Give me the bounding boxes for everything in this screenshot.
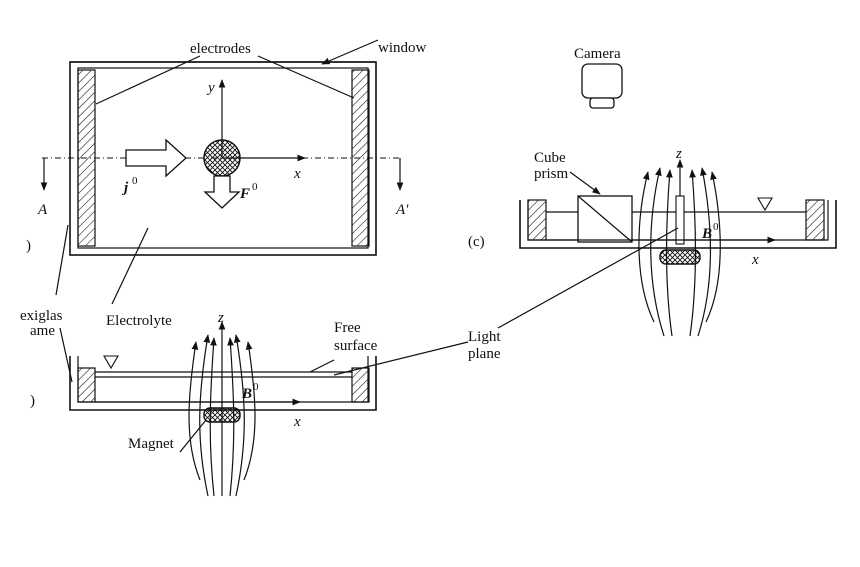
c-light-sheet [675, 195, 685, 245]
label-plexiglas: exiglas [20, 308, 63, 324]
side-view-panel [55, 224, 469, 497]
label-frame: ame [30, 323, 55, 339]
c-electrode-left [527, 199, 547, 241]
side-inner [77, 356, 369, 403]
label-magnet: Magnet [128, 436, 175, 452]
symbol-B-c-sup: 0 [713, 221, 719, 233]
symbol-j-sup: 0 [132, 175, 138, 187]
label-camera: Camera [574, 46, 621, 62]
label-electrolyte: Electrolyte [106, 313, 172, 329]
camera-body [581, 63, 623, 99]
label-prism: prism [534, 166, 569, 182]
symbol-A: A [37, 202, 48, 218]
magnet-disk-top [203, 139, 241, 177]
side-electrode-left [77, 367, 96, 403]
symbol-A-prime: A′ [395, 202, 409, 218]
top-view-panel [40, 39, 404, 305]
label-panel-c: (c) [468, 234, 485, 250]
label-electrodes: electrodes [190, 41, 251, 57]
c-electrode-right [805, 199, 825, 241]
label-window: window [378, 40, 427, 56]
c-surface-marker [757, 197, 773, 212]
magnet-c [659, 249, 701, 265]
symbol-F-sup: 0 [252, 181, 258, 193]
symbol-B-side-sup: 0 [253, 381, 259, 393]
side-electrode-right [351, 367, 370, 403]
plexiglas-leader-side [59, 327, 73, 383]
plexiglas-leader-top [55, 224, 69, 296]
label-cube: Cube [534, 150, 566, 166]
symbol-x-c: x [751, 252, 759, 268]
magnet-leader [179, 419, 207, 453]
symbol-B-side: B [241, 386, 252, 402]
field-lines-side [188, 321, 256, 497]
label-surface: surface [334, 338, 378, 354]
camera-lens [589, 97, 615, 109]
current-density-arrow [125, 138, 187, 178]
symbol-z-c: z [675, 146, 682, 162]
camera-setup-panel [497, 63, 837, 337]
label-light: Light [468, 329, 501, 345]
label-free: Free [334, 320, 361, 336]
label-panel-a-partial: ) [26, 238, 31, 254]
prism-leader [569, 171, 601, 195]
symbol-x-top: x [293, 166, 301, 182]
symbol-j: j [122, 180, 129, 196]
light-plane-leader-b [333, 341, 469, 376]
electrodes-leader-left [95, 55, 201, 105]
window-leader [321, 39, 379, 65]
c-frame [519, 200, 837, 249]
symbol-z-side: z [217, 310, 224, 326]
symbol-x-side: x [293, 414, 301, 430]
force-arrow [203, 175, 241, 209]
light-plane-leader-c [497, 227, 679, 329]
prism-diagonal [577, 195, 633, 243]
label-plane: plane [468, 346, 501, 362]
symbol-y: y [206, 80, 215, 96]
free-surface-marker [103, 355, 119, 370]
electrodes-leader-right [257, 55, 355, 99]
symbol-B-c: B [701, 226, 712, 242]
free-surface-leader [309, 359, 335, 373]
electrolyte-leader [111, 227, 149, 305]
label-panel-b-partial: ) [30, 393, 35, 409]
symbol-F: F [239, 186, 250, 202]
